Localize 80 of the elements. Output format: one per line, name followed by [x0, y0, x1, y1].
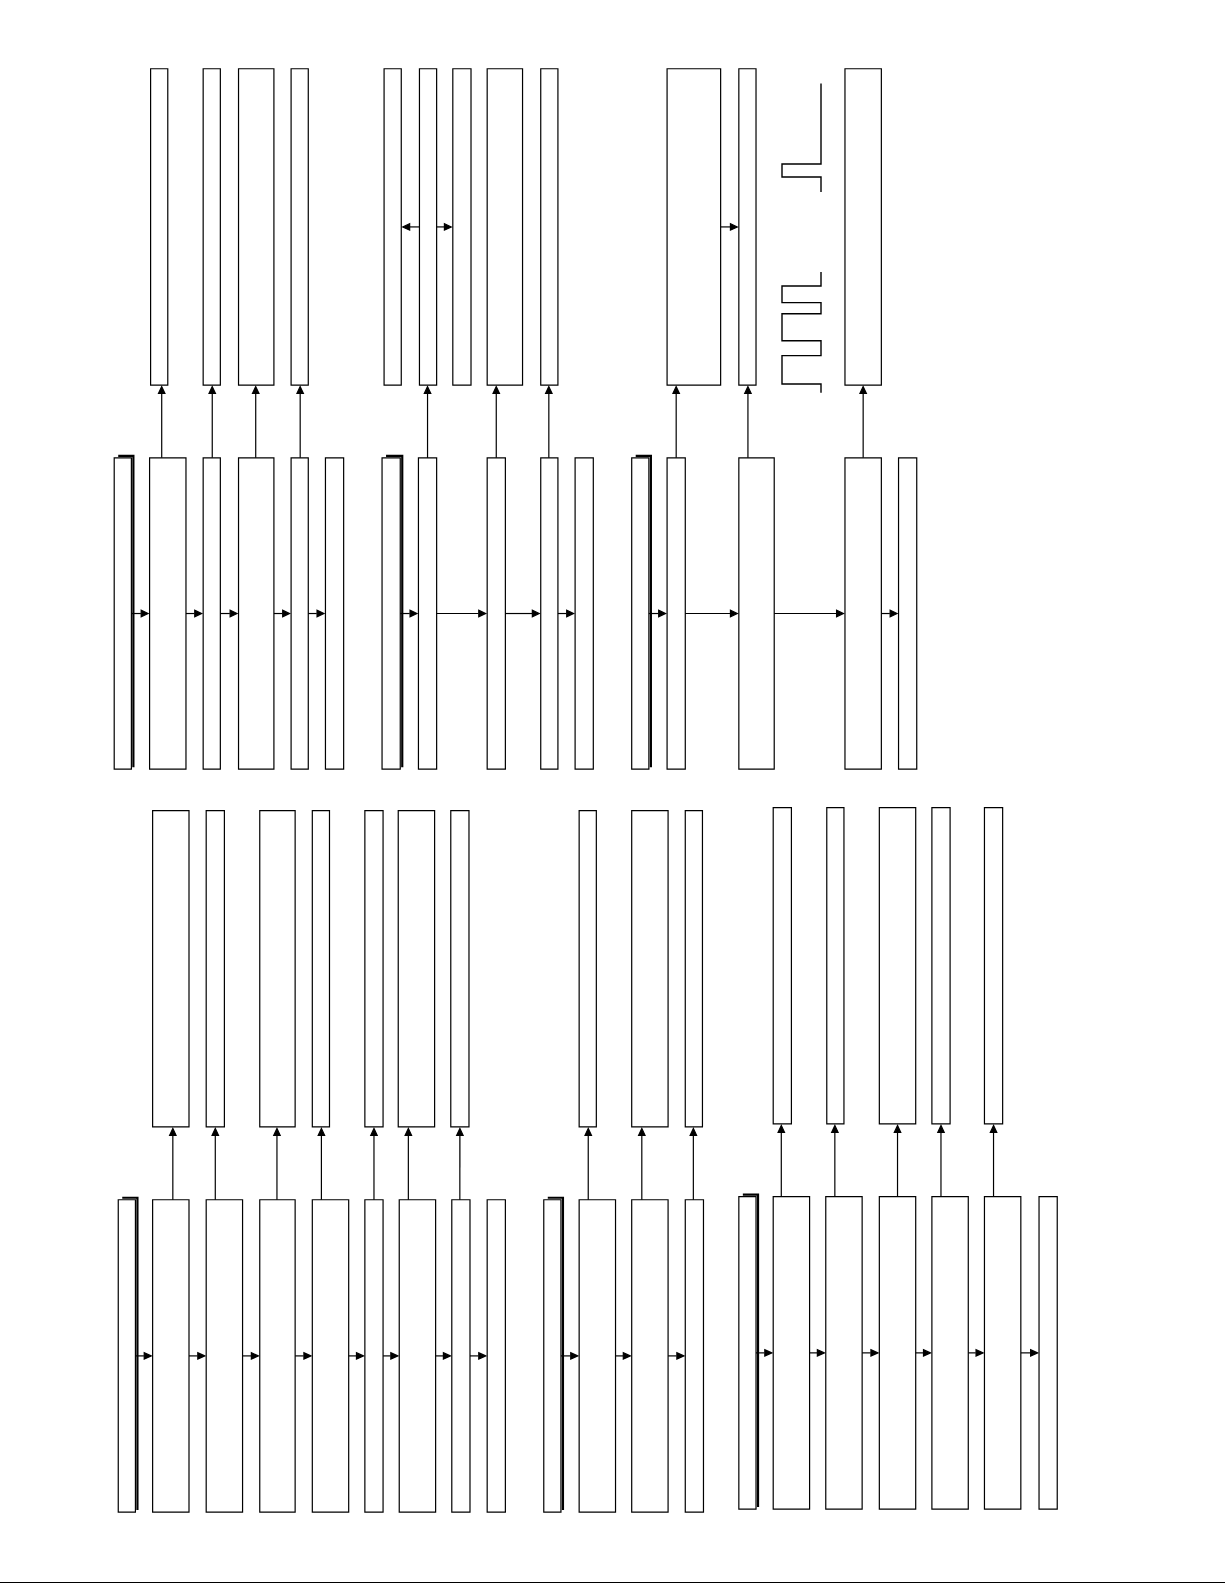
- arrow: [637, 1127, 646, 1201]
- block-box: [540, 68, 559, 386]
- block-box: [931, 807, 951, 1125]
- block-box: [1038, 1196, 1058, 1510]
- block-box: [205, 810, 225, 1128]
- block-box: [666, 68, 722, 386]
- block-box: [772, 807, 792, 1125]
- block-box: [383, 68, 402, 386]
- block-box: [259, 1199, 296, 1513]
- block-box: [417, 457, 438, 770]
- block-box: [324, 457, 345, 770]
- block-box: [202, 68, 221, 386]
- shadowed-box: [113, 454, 135, 770]
- block-box: [574, 457, 594, 770]
- block-box: [983, 807, 1004, 1125]
- arrow: [211, 1127, 220, 1201]
- shadowed-box: [117, 1196, 139, 1513]
- arrow: [544, 385, 553, 459]
- arrow: [989, 1124, 998, 1198]
- shadowed-box: [738, 1193, 760, 1510]
- arrow: [157, 385, 166, 459]
- block-box: [311, 810, 331, 1128]
- block-box: [202, 457, 221, 770]
- arrow: [777, 1124, 786, 1198]
- block-box: [826, 807, 845, 1125]
- block-box: [631, 1199, 669, 1513]
- block-box: [878, 1196, 917, 1510]
- block-box: [259, 810, 296, 1128]
- arrow: [404, 1127, 413, 1201]
- block-box: [418, 68, 438, 386]
- block-box: [983, 1196, 1022, 1510]
- block-box: [486, 457, 506, 770]
- block-box: [364, 810, 384, 1128]
- block-box: [738, 68, 757, 386]
- block-box: [666, 457, 686, 770]
- arrow: [208, 385, 217, 459]
- block-box: [452, 68, 472, 386]
- block-box: [152, 1199, 190, 1513]
- arrow: [251, 385, 260, 459]
- block-box: [290, 457, 309, 770]
- arrow: [317, 1127, 326, 1201]
- block-box: [825, 1196, 863, 1510]
- block-box: [149, 457, 187, 770]
- block-box: [451, 1199, 471, 1513]
- block-box: [486, 68, 524, 386]
- block-box: [311, 1199, 350, 1513]
- block-box: [205, 1199, 244, 1513]
- arrow: [773, 609, 845, 618]
- block-box: [844, 68, 882, 386]
- block-box: [578, 810, 597, 1128]
- block-box: [150, 68, 169, 386]
- block-box: [290, 68, 309, 386]
- arrow: [584, 1127, 593, 1201]
- block-box: [878, 807, 917, 1125]
- arrow: [423, 385, 432, 459]
- shadowed-box: [381, 454, 404, 770]
- shadowed-box: [631, 454, 652, 770]
- block-box: [237, 457, 275, 770]
- block-box: [684, 1199, 705, 1513]
- block-box: [844, 457, 882, 770]
- block-box: [450, 810, 470, 1128]
- block-box: [684, 810, 704, 1128]
- block-box: [631, 810, 669, 1128]
- block-box: [738, 457, 775, 770]
- block-box: [152, 810, 190, 1128]
- block-box: [398, 1199, 437, 1513]
- arrow: [893, 1124, 902, 1198]
- arrow: [168, 1127, 177, 1201]
- block-box: [540, 457, 559, 770]
- block-box: [397, 810, 436, 1128]
- shadowed-box: [543, 1196, 565, 1513]
- block-box: [931, 1196, 969, 1510]
- block-box: [897, 457, 918, 770]
- block-box: [772, 1196, 811, 1510]
- block-box: [237, 68, 275, 386]
- block-box: [364, 1199, 384, 1513]
- block-box: [486, 1199, 506, 1513]
- block-box: [578, 1199, 617, 1513]
- arrow: [492, 385, 501, 459]
- arrow: [689, 1127, 698, 1201]
